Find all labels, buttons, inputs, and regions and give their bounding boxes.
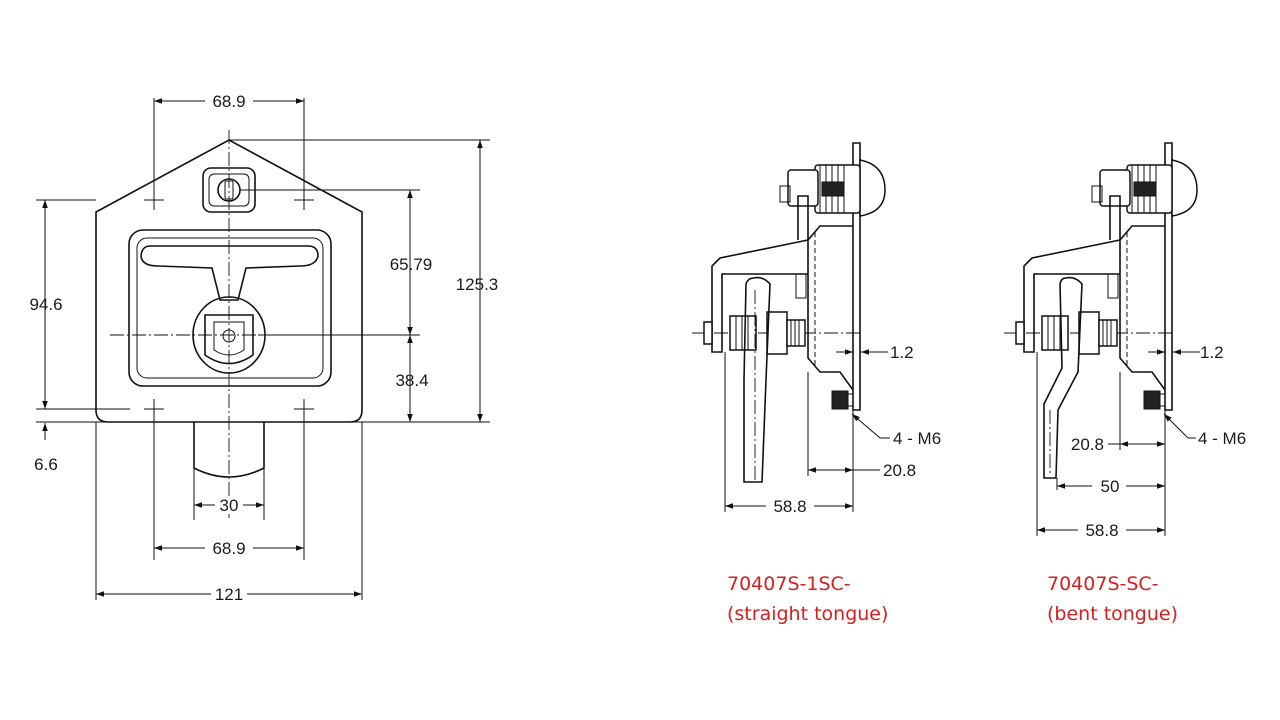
bent-tongue bbox=[1043, 276, 1083, 479]
caption-straight-desc: (straight tongue) bbox=[727, 603, 888, 625]
side-view-bent: 1.2 4 - M6 20.8 50 58.8 70407S-SC- (bent… bbox=[1004, 142, 1246, 625]
dim-tongue-bent: 50 bbox=[1101, 477, 1120, 496]
caption-bent-part: 70407S-SC- bbox=[1047, 573, 1159, 595]
dim-overall-width: 121 bbox=[215, 585, 243, 604]
dim-bottom-width: 68.9 bbox=[212, 539, 245, 558]
handle-recess bbox=[128, 229, 332, 387]
dim-stud-straight: 4 - M6 bbox=[893, 429, 941, 448]
dim-depth-bent: 20.8 bbox=[1071, 435, 1104, 454]
dim-tongue-width: 30 bbox=[220, 496, 239, 515]
side-view-straight: 1.2 4 - M6 20.8 58.8 70407S-1SC- (straig… bbox=[692, 142, 941, 625]
dim-top-width: 68.9 bbox=[212, 92, 245, 111]
caption-bent-desc: (bent tongue) bbox=[1047, 603, 1178, 625]
dim-body-height: 94.6 bbox=[29, 295, 62, 314]
dim-plate-bent: 1.2 bbox=[1200, 343, 1224, 362]
caption-straight-part: 70407S-1SC- bbox=[727, 573, 851, 595]
dim-depth-straight: 20.8 bbox=[883, 461, 916, 480]
dim-offset: 6.6 bbox=[34, 455, 58, 474]
t-handle bbox=[140, 245, 319, 301]
front-view: 68.9 125.3 65.79 94.6 38.4 6.6 30 68.9 1… bbox=[29, 92, 498, 604]
dim-overall-height: 125.3 bbox=[456, 275, 499, 294]
latch-tongue bbox=[193, 422, 265, 478]
dim-total-straight: 58.8 bbox=[773, 497, 806, 516]
dim-total-bent: 58.8 bbox=[1085, 521, 1118, 540]
dim-upper-height: 65.79 bbox=[390, 255, 433, 274]
dim-plate-straight: 1.2 bbox=[890, 343, 914, 362]
dim-lower-height: 38.4 bbox=[395, 371, 428, 390]
dim-stud-bent: 4 - M6 bbox=[1198, 429, 1246, 448]
straight-tongue bbox=[743, 276, 771, 483]
